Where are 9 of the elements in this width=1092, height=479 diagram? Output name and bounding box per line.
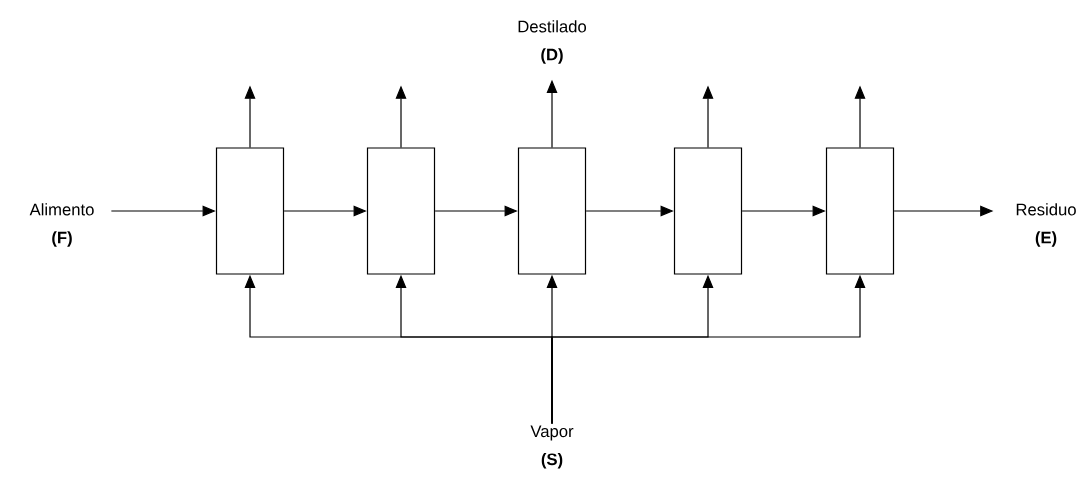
stage-box	[366, 147, 436, 275]
stage-box	[825, 147, 895, 275]
stream-label: Vapor (S)	[530, 425, 574, 469]
stage-box	[673, 147, 743, 275]
stage-box	[517, 147, 587, 275]
stage-box	[215, 147, 285, 275]
stream-label: Destilado (D)	[518, 20, 587, 64]
stream-label: Alimento (F)	[29, 203, 94, 247]
stream-label: Residuo (E)	[1016, 203, 1076, 247]
